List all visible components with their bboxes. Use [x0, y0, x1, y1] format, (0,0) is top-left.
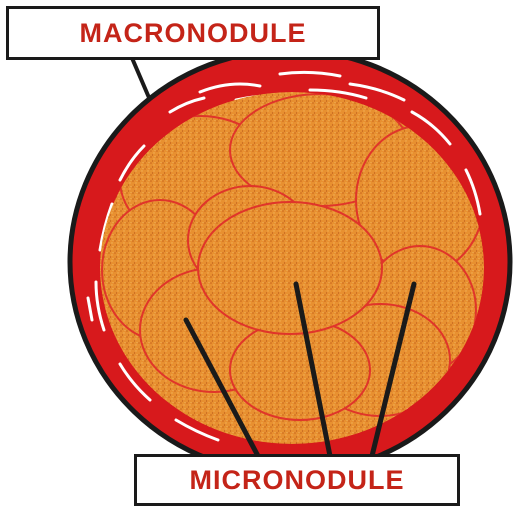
- micronodule: [198, 202, 382, 334]
- micronodule-label: MICRONODULE: [134, 454, 460, 506]
- micronodule: [230, 320, 370, 420]
- macronodule-leader-line: [132, 58, 150, 100]
- macronodule-label: MACRONODULE: [6, 6, 380, 60]
- micronodules: [102, 94, 484, 420]
